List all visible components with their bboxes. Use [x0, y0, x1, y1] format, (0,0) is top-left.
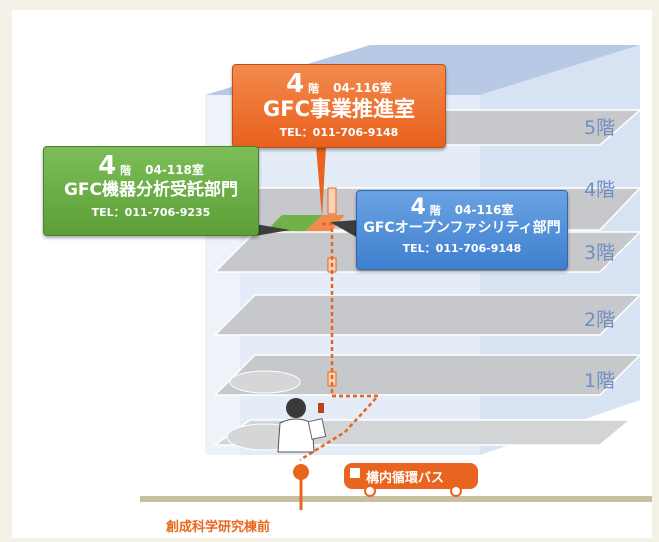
- room-number: 04-116室: [333, 81, 392, 95]
- floor-number: 4: [98, 151, 117, 181]
- bus-label: 構内循環バス: [366, 470, 444, 486]
- floor-label-4: 4階: [584, 179, 615, 201]
- road: [140, 496, 652, 502]
- callout-open-facility-division: 4 階 04-116室 GFCオープンファシリティ部門 TEL：011-706-…: [356, 190, 568, 270]
- station-marker: [293, 464, 309, 510]
- office-name: GFC事業推進室: [263, 97, 415, 121]
- office-tel: TEL：011-706-9148: [279, 126, 399, 139]
- floor-number: 4: [410, 195, 426, 220]
- person-icon: [277, 398, 327, 453]
- floor-number: 4: [286, 69, 305, 99]
- room-number: 04-118室: [145, 163, 204, 177]
- route-line: [299, 222, 381, 462]
- office-name: GFC機器分析受託部門: [63, 180, 239, 200]
- office-name: GFCオープンファシリティ部門: [363, 220, 561, 236]
- room-number: 04-116室: [454, 203, 514, 217]
- floor-label-2: 2階: [584, 309, 615, 331]
- blue-pointer: [330, 220, 358, 238]
- orange-pointer: [316, 146, 326, 218]
- floor-slab-2: [213, 294, 642, 336]
- floor-label-3: 3階: [584, 242, 615, 264]
- floor-label-5: 5階: [584, 117, 615, 139]
- oval-1: [229, 370, 301, 394]
- floor-suffix: 階: [120, 164, 132, 177]
- office-tel: TEL：011-706-9235: [91, 206, 211, 219]
- floor-suffix: 階: [308, 82, 320, 95]
- station-label: 創成科学研究棟前: [166, 520, 271, 535]
- floor-suffix: 階: [429, 204, 441, 217]
- floor-slab-1: [213, 354, 642, 396]
- callout-analysis-division: 4 階 04-118室 GFC機器分析受託部門 TEL：011-706-9235: [43, 146, 259, 236]
- floor-label-1: 1階: [584, 370, 615, 392]
- office-tel: TEL：011-706-9148: [402, 242, 522, 255]
- green-pointer: [255, 224, 290, 236]
- callout-business-office: 4 階 04-116室 GFC事業推進室 TEL：011-706-9148: [232, 64, 446, 148]
- bus-icon: 構内循環バス: [344, 463, 478, 497]
